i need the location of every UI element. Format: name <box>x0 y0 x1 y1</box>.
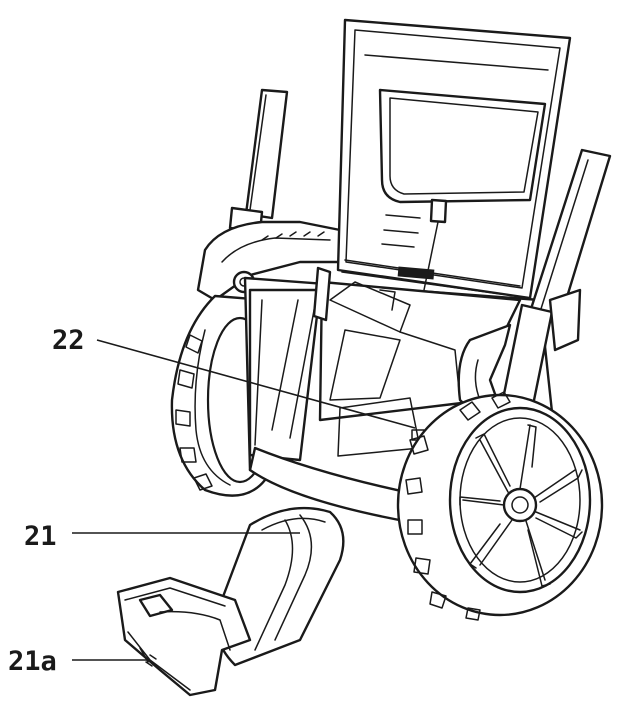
callout-22: 22 <box>52 325 85 356</box>
callout-21: 21 <box>24 521 57 552</box>
callout-labels: 22 21 21a <box>8 325 85 677</box>
leader-lines <box>72 339 416 661</box>
right-wheel <box>396 391 604 621</box>
left-wheel <box>170 294 274 497</box>
leader-line-22 <box>96 339 416 429</box>
callout-21a: 21a <box>8 646 57 677</box>
part-21-base <box>116 506 345 697</box>
open-lid <box>336 18 572 300</box>
right-handlebar <box>457 148 612 422</box>
